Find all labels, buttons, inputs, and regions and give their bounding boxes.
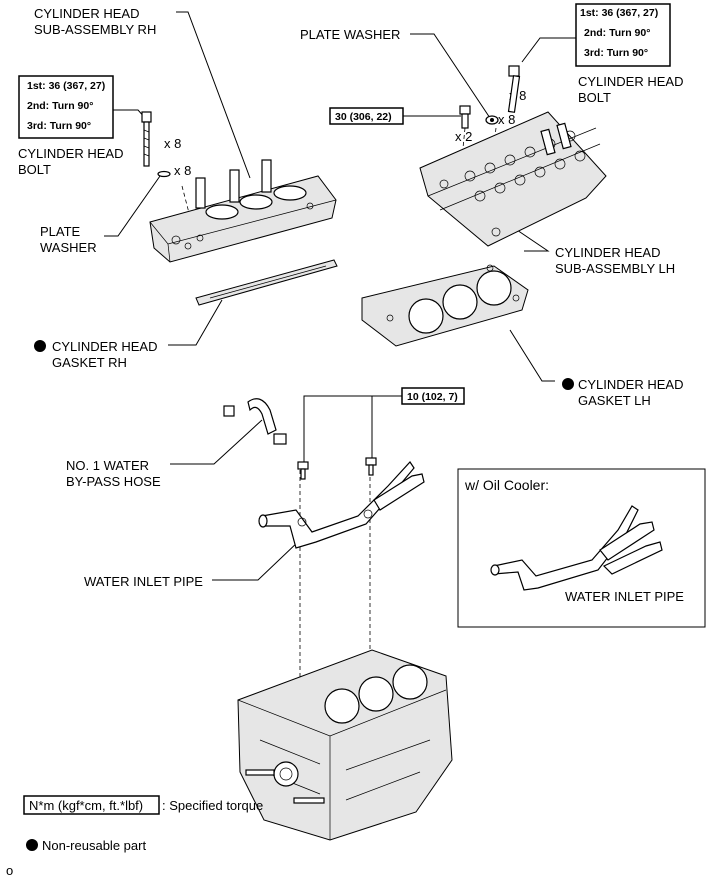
- torque-box-lh: 1st: 36 (367, 27) 2nd: Turn 90° 3rd: Tur…: [575, 3, 671, 67]
- cylinder-head-gasket-rh: [195, 259, 338, 306]
- legend: N*m (kgf*cm, ft.*lbf) : Specified torque…: [6, 795, 263, 878]
- label-hose-line2: BY-PASS HOSE: [66, 474, 161, 489]
- label-x8-bolt-rh: x 8: [164, 136, 181, 151]
- cylinder-head-lh: [419, 111, 607, 247]
- label-x2-lh: x 2: [455, 129, 472, 144]
- torque-box-30: 30 (306, 22): [329, 107, 404, 125]
- non-reusable-dot-rh: [34, 340, 46, 352]
- torque-box-rh: 1st: 36 (367, 27) 2nd: Turn 90° 3rd: Tur…: [18, 75, 114, 139]
- label-gasket-lh-line1: CYLINDER HEAD: [578, 377, 683, 392]
- torque-lh-step2: 2nd: Turn 90°: [584, 27, 650, 39]
- torque-30-value: 30 (306, 22): [335, 111, 392, 123]
- bolts-10: [297, 457, 377, 480]
- label-hose-line1: NO. 1 WATER: [66, 458, 149, 473]
- torque-lh-step1: 1st: 36 (367, 27): [580, 7, 658, 19]
- label-x8-washer-rh: x 8: [174, 163, 191, 178]
- label-plate-washer-top: PLATE WASHER: [300, 27, 400, 42]
- label-plate-washer-rh-line2: WASHER: [40, 240, 97, 255]
- label-bolt-lh-line1: CYLINDER HEAD: [578, 74, 683, 89]
- label-bolt-rh-line2: BOLT: [18, 162, 51, 177]
- label-water-inlet-pipe-oc: WATER INLET PIPE: [565, 589, 684, 604]
- plate-washer-rh: [157, 170, 171, 178]
- legend-non-reusable-text: Non-reusable part: [42, 838, 146, 853]
- label-water-inlet-pipe: WATER INLET PIPE: [84, 574, 203, 589]
- label-cyl-head-lh-line1: CYLINDER HEAD: [555, 245, 660, 260]
- legend-torque-units: N*m (kgf*cm, ft.*lbf): [29, 798, 143, 813]
- cylinder-head-gasket-lh: [361, 264, 529, 347]
- oil-cooler-inset: w/ Oil Cooler: WATER INLET PIPE: [457, 468, 706, 628]
- label-cyl-head-lh-line2: SUB-ASSEMBLY LH: [555, 261, 675, 276]
- non-reusable-dot-lh: [562, 378, 574, 390]
- label-cyl-head-rh-line1: CYLINDER HEAD: [34, 6, 139, 21]
- label-plate-washer-rh-line1: PLATE: [40, 224, 81, 239]
- torque-10-value: 10 (102, 7): [407, 391, 458, 403]
- bolt-30: [459, 105, 471, 129]
- label-bolt-rh-line1: CYLINDER HEAD: [18, 146, 123, 161]
- water-inlet-pipe: [258, 461, 425, 549]
- water-bypass-hose: [223, 398, 287, 445]
- cylinder-head-rh: [149, 159, 337, 263]
- cylinder-head-bolt-lh: [507, 65, 521, 113]
- torque-rh-step3: 3rd: Turn 90°: [27, 120, 91, 132]
- plate-washer-lh: [485, 115, 499, 125]
- torque-lh-step3: 3rd: Turn 90°: [584, 47, 648, 59]
- torque-rh-step1: 1st: 36 (367, 27): [27, 80, 105, 92]
- legend-non-reusable-dot: [26, 839, 38, 851]
- corner-mark: o: [6, 863, 13, 878]
- label-gasket-rh-line1: CYLINDER HEAD: [52, 339, 157, 354]
- legend-torque-description: : Specified torque: [162, 798, 263, 813]
- label-gasket-rh-line2: GASKET RH: [52, 355, 127, 370]
- callout-labels: CYLINDER HEAD SUB-ASSEMBLY RH PLATE WASH…: [18, 6, 683, 589]
- cylinder-head-bolt-rh: [141, 111, 152, 167]
- label-gasket-lh-line2: GASKET LH: [578, 393, 651, 408]
- label-bolt-lh-line2: BOLT: [578, 90, 611, 105]
- label-cyl-head-rh-line2: SUB-ASSEMBLY RH: [34, 22, 156, 37]
- legend-torque-box: [23, 795, 160, 815]
- torque-box-10: 10 (102, 7): [401, 387, 465, 405]
- engine-block: [237, 649, 453, 841]
- torque-rh-step2: 2nd: Turn 90°: [27, 100, 93, 112]
- oil-cooler-title: w/ Oil Cooler:: [464, 477, 549, 493]
- label-x8-washer-lh: x 8: [498, 112, 515, 127]
